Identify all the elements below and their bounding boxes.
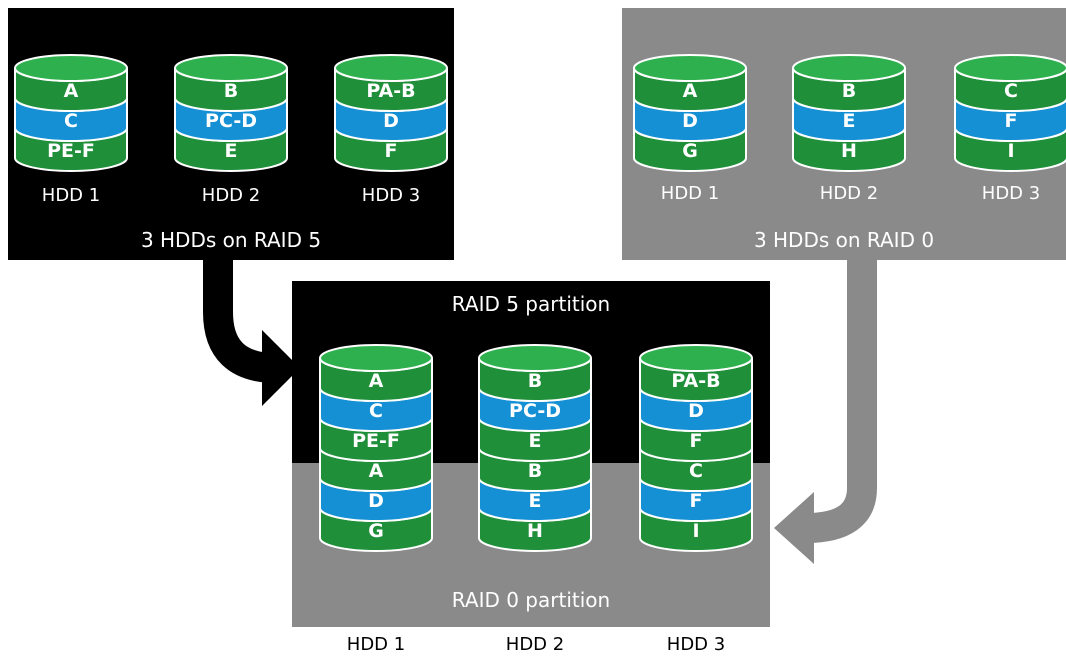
disk-top-cap (319, 344, 433, 372)
disk-top-cap (954, 54, 1066, 82)
segment-label: PA-B (671, 370, 720, 392)
disk-top-cap (174, 54, 288, 82)
disk-top-cap (478, 344, 592, 372)
segment-label: PC-D (509, 400, 561, 422)
right-disk-1: ADG (633, 54, 747, 172)
segment-label: E (843, 110, 856, 132)
combined-hdd2-label: HDD 2 (505, 634, 565, 655)
segment-label: D (383, 110, 399, 132)
segment-label: D (682, 110, 698, 132)
left-hdd3-label: HDD 3 (361, 185, 421, 206)
right-hdd3-label: HDD 3 (981, 183, 1041, 204)
right-hdd1-label: HDD 1 (660, 183, 720, 204)
disk-top-cap (639, 344, 753, 372)
segment-label: PE-F (352, 430, 400, 452)
segment-label: B (224, 80, 238, 102)
segment-label: E (529, 490, 542, 512)
segment-label: A (683, 80, 698, 102)
segment-label: G (368, 520, 384, 542)
gray-arrow (774, 260, 877, 564)
disk-top-cap (334, 54, 448, 82)
segment-label: A (369, 460, 384, 482)
raid0-caption: 3 HDDs on RAID 0 (753, 228, 935, 252)
raid0-partition-caption: RAID 0 partition (451, 588, 611, 612)
segment-label: H (527, 520, 543, 542)
segment-label: B (528, 370, 542, 392)
left-disk-3: PA-B DF (334, 54, 448, 172)
segment-label: D (688, 400, 704, 422)
left-hdd1-label: HDD 1 (41, 185, 101, 206)
raid5-caption: 3 HDDs on RAID 5 (140, 228, 322, 252)
segment-label: C (369, 400, 383, 422)
combined-hdd1-label: HDD 1 (346, 634, 406, 655)
left-disk-2: B PC-D E (174, 54, 288, 172)
disk-top-cap (633, 54, 747, 82)
segment-label: PE-F (47, 140, 95, 162)
left-disk-1: AC PE-F (14, 54, 128, 172)
segment-label: A (64, 80, 79, 102)
left-hdd2-label: HDD 2 (201, 185, 261, 206)
segment-label: E (225, 140, 238, 162)
segment-label: D (368, 490, 384, 512)
black-arrow (203, 260, 300, 406)
segment-label: C (689, 460, 703, 482)
segment-label: B (528, 460, 542, 482)
segment-label: I (1007, 140, 1014, 162)
segment-label: F (385, 140, 398, 162)
right-disk-3: CFI (954, 54, 1066, 172)
segment-label: H (841, 140, 857, 162)
segment-label: PA-B (366, 80, 415, 102)
disk-top-cap (14, 54, 128, 82)
raid5-partition-caption: RAID 5 partition (451, 292, 611, 316)
segment-label: G (682, 140, 698, 162)
disk-top-cap (792, 54, 906, 82)
segment-label: A (369, 370, 384, 392)
combined-hdd3-label: HDD 3 (666, 634, 726, 655)
right-disk-2: BEH (792, 54, 906, 172)
segment-label: I (692, 520, 699, 542)
segment-label: C (1004, 80, 1018, 102)
segment-label: C (64, 110, 78, 132)
segment-label: E (529, 430, 542, 452)
segment-label: F (690, 490, 703, 512)
segment-label: B (842, 80, 856, 102)
segment-label: PC-D (205, 110, 257, 132)
segment-label: F (690, 430, 703, 452)
right-hdd2-label: HDD 2 (819, 183, 879, 204)
segment-label: F (1005, 110, 1018, 132)
